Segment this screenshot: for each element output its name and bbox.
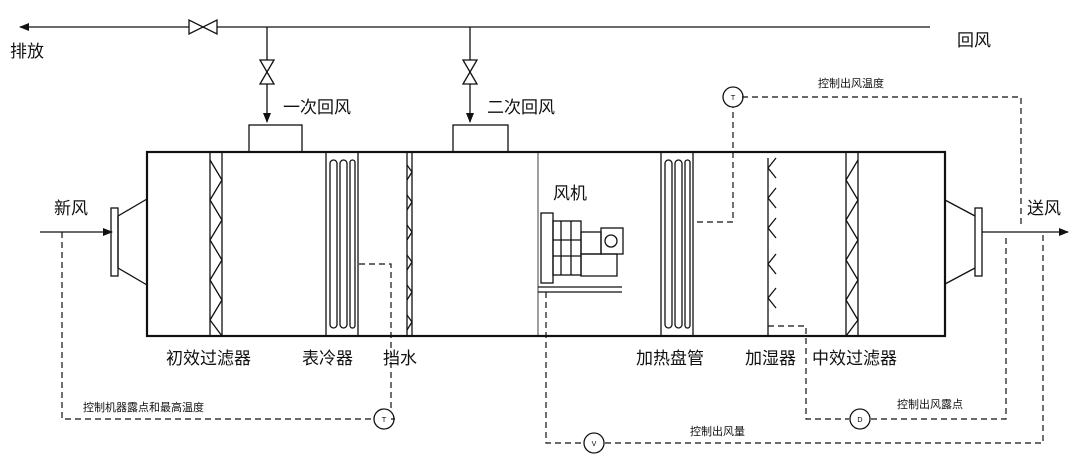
eliminator-label: 挡水 [383,349,417,369]
supply-temp-control-line [697,96,1022,224]
humidifier-label: 加湿器 [745,349,796,369]
fan-label: 风机 [553,184,587,204]
svg-text:D: D [857,416,862,424]
fresh-air-label: 新风 [54,199,88,219]
primary-return-branch [248,27,303,153]
supply-temp-control-label: 控制出风温度 [818,76,884,90]
primary-filter-label: 初效过滤器 [166,349,251,369]
primary-filter [209,151,223,337]
supply-volume-sensor: V [583,432,605,454]
heating-coil-label: 加热盘管 [636,349,704,369]
medium-filter-label: 中效过滤器 [812,349,897,369]
humidifier [767,157,777,336]
secondary-return-label: 二次回风 [487,98,555,118]
fresh-air-inlet [40,198,148,286]
supply-dewpoint-control-label: 控制出风露点 [897,397,963,411]
cooling-coil-label: 表冷器 [302,349,353,369]
supply-volume-control-line [545,234,1044,444]
secondary-return-inlet [452,124,509,153]
dewpoint-temp-sensor: T [373,408,395,430]
supply-volume-control-label: 控制出风量 [690,424,745,438]
secondary-return-valve-icon [461,59,479,85]
supply-air-label: 送风 [1027,199,1061,219]
svg-text:T: T [381,416,387,424]
exhaust-label: 排放 [10,42,44,62]
svg-text:V: V [592,440,597,448]
supply-dewpoint-sensor: D [849,408,871,430]
dewpoint-control-line [61,232,395,420]
primary-return-inlet [248,124,303,153]
medium-filter [845,151,859,337]
supply-temp-sensor: T [722,86,744,108]
primary-return-label: 一次回风 [283,98,351,118]
eliminator [406,152,413,336]
secondary-return-branch [452,27,509,153]
supply-dewpoint-control-line [768,234,1007,420]
fan-icon [538,212,624,293]
svg-text:T: T [730,94,736,102]
dewpoint-control-label: 控制机器露点和最高温度 [83,400,204,414]
primary-return-valve-icon [258,59,276,85]
cooling-coil [325,151,359,337]
exhaust-valve-icon [188,18,218,36]
ahu-casing [145,150,947,338]
heating-coil [660,151,694,337]
return-air-label: 回风 [957,31,991,51]
supply-air-outlet [944,199,1069,285]
